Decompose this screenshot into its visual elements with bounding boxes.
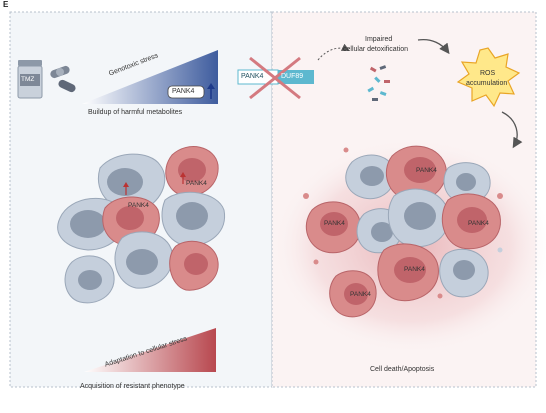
right-cell-pank4-label-3: PANK4	[468, 220, 489, 227]
arrow-up-icon	[207, 83, 215, 99]
adaptation-gradient-wedge	[84, 328, 216, 372]
buildup-label: Buildup of harmful metabolites	[88, 109, 183, 116]
pill-bottle-icon	[17, 60, 43, 99]
acquisition-label: Acquisition of resistant phenotype	[80, 383, 185, 390]
capsule-icon	[50, 65, 76, 93]
pank4-box-label: PANK4	[172, 88, 195, 95]
pank4-domain-label: PANK4	[241, 73, 264, 80]
left-cell-pank4-label-2: PANK4	[186, 180, 207, 187]
burst-icon	[456, 47, 521, 108]
impaired-label-line1: Impaired	[365, 36, 393, 43]
arrow-down	[501, 111, 523, 149]
death-label: Cell death/Apoptosis	[370, 366, 435, 373]
arrow-to-ros	[417, 38, 450, 55]
left-cell-cluster	[57, 146, 226, 304]
right-cell-cluster	[303, 145, 503, 318]
left-cell-pank4-label-1: PANK4	[128, 202, 149, 209]
right-cell-pank4-label-1: PANK4	[416, 167, 437, 174]
molecule-icon	[367, 65, 390, 101]
right-cell-pank4-label-5: PANK4	[350, 291, 371, 298]
tmz-label: TMZ	[21, 76, 35, 83]
ros-label-line1: ROS	[480, 70, 496, 77]
ros-label-line2: accumulation	[466, 80, 508, 87]
right-cell-pank4-label-2: PANK4	[324, 220, 345, 227]
duf89-domain-label: DUF89	[281, 73, 304, 80]
cross-out-icon	[249, 56, 301, 100]
impaired-label-line2: cellular detoxification	[343, 46, 408, 53]
pank4-box	[167, 85, 205, 99]
panel-letter: E	[3, 0, 9, 9]
duf89-domain-box	[278, 70, 314, 84]
right-cell-pank4-label-4: PANK4	[404, 266, 425, 273]
